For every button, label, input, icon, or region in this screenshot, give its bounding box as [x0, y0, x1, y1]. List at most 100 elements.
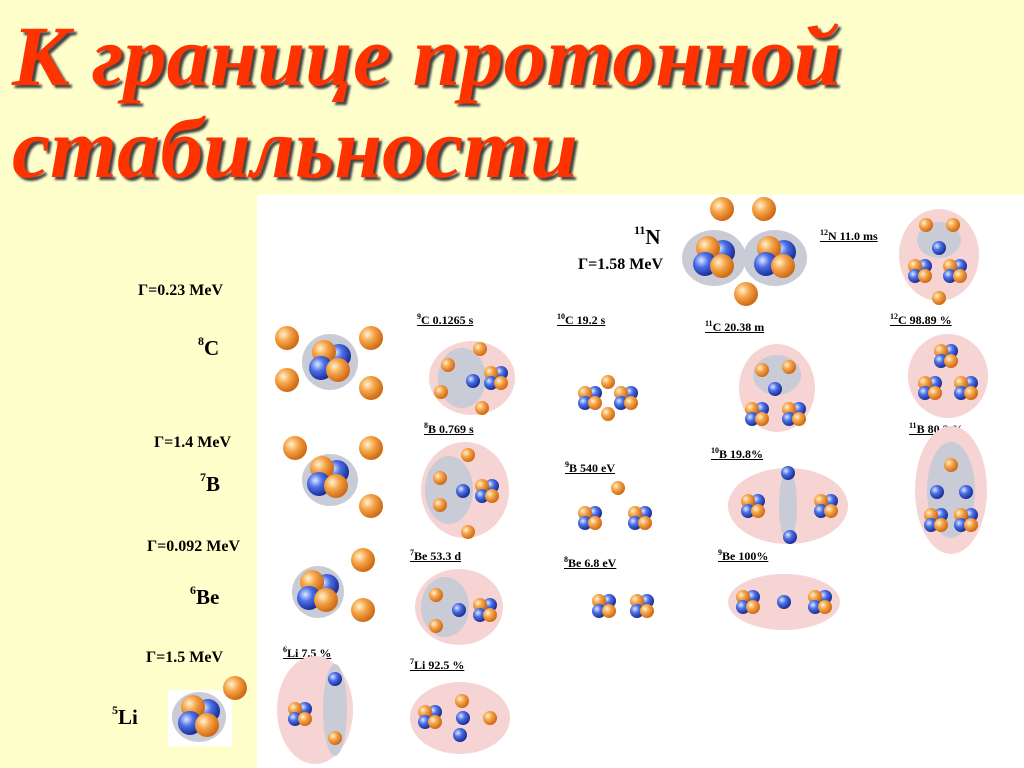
nucleus-8c: 8C	[198, 334, 220, 360]
width-7b: Γ=1.4 MeV	[154, 434, 232, 451]
neutron	[781, 466, 795, 480]
neutron	[755, 402, 769, 416]
proton	[964, 518, 978, 532]
neutron	[783, 530, 797, 544]
proton	[298, 712, 312, 726]
proton	[710, 197, 734, 221]
isotope-label-8be: 8Be 6.8 eV	[564, 555, 617, 570]
proton	[943, 259, 957, 273]
proton	[934, 344, 948, 358]
neutron	[777, 595, 791, 609]
neutron	[953, 259, 967, 273]
isotope-label-6li: 6Li 7.5 %	[283, 645, 332, 660]
isotope-label-10b: 10B 19.8%	[711, 446, 764, 461]
isotope-label-8b: 8B 0.769 s	[424, 421, 474, 436]
proton	[710, 254, 734, 278]
proton	[614, 386, 628, 400]
neutron	[964, 376, 978, 390]
proton	[592, 594, 606, 608]
proton	[195, 713, 219, 737]
neutron	[818, 590, 832, 604]
proton	[483, 711, 497, 725]
proton	[483, 608, 497, 622]
nucleus-6be: 6Be	[190, 583, 220, 609]
neutron	[484, 376, 498, 390]
neutron	[792, 402, 806, 416]
proton	[953, 269, 967, 283]
neutron	[578, 396, 592, 410]
proton	[932, 291, 946, 305]
proton	[418, 705, 432, 719]
neutron	[746, 590, 760, 604]
proton	[283, 436, 307, 460]
neutron	[808, 600, 822, 614]
isotope-label-12c: 12C 98.89 %	[890, 312, 952, 327]
proton	[484, 366, 498, 380]
proton	[601, 407, 615, 421]
proton	[954, 376, 968, 390]
proton	[434, 385, 448, 399]
proton	[578, 386, 592, 400]
nucleus-7b: 7B	[200, 470, 221, 496]
proton	[908, 259, 922, 273]
neutron	[483, 598, 497, 612]
neutron	[456, 711, 470, 725]
proton	[359, 376, 383, 400]
proton	[475, 479, 489, 493]
neutron	[934, 354, 948, 368]
proton	[433, 471, 447, 485]
isotope-label-9b: 9B 540 eV	[565, 460, 615, 475]
proton	[755, 412, 769, 426]
neutron	[943, 269, 957, 283]
neutron	[456, 484, 470, 498]
proton	[918, 269, 932, 283]
neutron	[614, 396, 628, 410]
proton	[628, 506, 642, 520]
isotope-label-10c: 10C 19.2 s	[557, 312, 606, 327]
proton	[223, 676, 247, 700]
proton	[638, 516, 652, 530]
neutron	[736, 600, 750, 614]
proton	[755, 363, 769, 377]
proton	[359, 326, 383, 350]
neutron	[768, 382, 782, 396]
proton	[624, 396, 638, 410]
width-5li: Γ=1.5 MeV	[146, 649, 224, 666]
diagram-panel	[257, 195, 1024, 768]
proton	[808, 590, 822, 604]
core-6li	[323, 664, 347, 756]
nucleus-11n: 11N	[634, 223, 661, 249]
neutron	[964, 508, 978, 522]
proton	[818, 600, 832, 614]
proton	[288, 702, 302, 716]
proton	[455, 694, 469, 708]
proton	[429, 588, 443, 602]
isotope-label-11c: 11C 20.38 m	[705, 319, 765, 334]
proton	[324, 474, 348, 498]
proton	[782, 360, 796, 374]
neutron	[930, 485, 944, 499]
neutron	[934, 508, 948, 522]
neutron	[494, 366, 508, 380]
proton	[475, 401, 489, 415]
neutron	[954, 518, 968, 532]
proton	[611, 481, 625, 495]
proton	[359, 494, 383, 518]
proton	[473, 598, 487, 612]
neutron	[908, 269, 922, 283]
neutron	[485, 479, 499, 493]
isotope-label-9be: 9Be 100%	[718, 548, 769, 563]
neutron	[932, 241, 946, 255]
neutron	[578, 516, 592, 530]
neutron	[628, 516, 642, 530]
proton	[275, 326, 299, 350]
neutron	[624, 386, 638, 400]
proton	[441, 358, 455, 372]
proton	[944, 458, 958, 472]
proton	[752, 197, 776, 221]
proton	[751, 504, 765, 518]
proton	[429, 619, 443, 633]
neutron	[954, 386, 968, 400]
neutron	[602, 594, 616, 608]
